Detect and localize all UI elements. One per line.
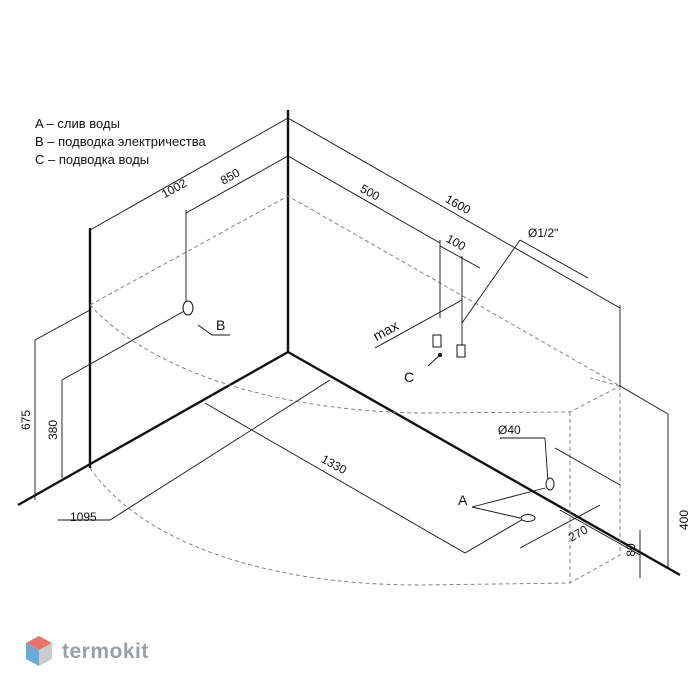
tub-outline xyxy=(89,195,621,586)
dim-1095-leader xyxy=(109,379,331,521)
dim-1002-text: 1002 xyxy=(159,176,189,201)
dimension-texts: 1002 850 500 1600 100 Ø1/2" max 675 380 … xyxy=(19,165,691,556)
dim-1330-text: 1330 xyxy=(319,452,349,477)
water-inlet-1 xyxy=(432,334,442,348)
dim-80-text: 80 xyxy=(624,543,638,557)
dim-400-text: 400 xyxy=(677,510,691,530)
dim-80-top xyxy=(559,509,641,556)
dim-270-line xyxy=(519,504,601,549)
dim-380-top xyxy=(61,309,187,381)
water-inlet-2 xyxy=(456,344,466,358)
dim-400-top xyxy=(619,385,669,415)
tub-rim-corner xyxy=(589,377,621,387)
dim-850-text: 850 xyxy=(218,165,243,187)
dim-675-text: 675 xyxy=(19,410,33,430)
dim-pipe-text: Ø1/2" xyxy=(528,226,558,240)
dim-500-text: 500 xyxy=(358,182,383,204)
tub-bottom-front xyxy=(89,467,621,586)
drain-1 xyxy=(520,514,536,522)
dim-40-leader xyxy=(544,437,549,483)
dim-1095-text: 1095 xyxy=(70,510,97,524)
dim-1002-line xyxy=(89,117,289,231)
label-b: B xyxy=(216,317,225,333)
tub-top-front-rim xyxy=(89,304,621,414)
dim-max-line xyxy=(374,299,463,349)
dim-b-leader xyxy=(197,324,213,336)
dim-40-text: Ø40 xyxy=(498,423,521,437)
label-a: A xyxy=(458,492,468,508)
electric-outlet xyxy=(182,300,194,316)
dim-100-line xyxy=(439,245,481,269)
dim-max-text: max xyxy=(370,317,401,344)
dim-c-leader xyxy=(427,354,441,367)
dim-1600-text: 1600 xyxy=(443,192,473,217)
dimension-lines xyxy=(34,117,669,578)
fittings xyxy=(182,300,555,522)
dim-pipe-shelf xyxy=(519,239,589,279)
dim-a-leader-1 xyxy=(471,506,521,519)
dim-1600-line xyxy=(287,117,621,309)
floor-left-edge xyxy=(17,350,289,507)
legend-water: C – подводка воды xyxy=(35,152,150,167)
logo: termokit xyxy=(24,634,149,670)
point-c xyxy=(438,353,442,357)
dim-1330-line xyxy=(204,402,466,554)
label-c: C xyxy=(404,369,414,385)
dim-500-line xyxy=(287,155,441,244)
dim-1330-ext xyxy=(464,517,526,554)
dim-380-text: 380 xyxy=(46,420,60,440)
legend: A – слив воды B – подводка электричества… xyxy=(35,115,206,169)
tub-top-back-rim xyxy=(89,195,621,387)
dim-675-top xyxy=(34,309,91,341)
dim-850-line xyxy=(185,155,289,214)
legend-electric: B – подводка электричества xyxy=(35,134,206,149)
dim-pipe-leader xyxy=(461,239,521,324)
room-walls xyxy=(17,110,681,577)
dim-40-arrow xyxy=(554,447,621,486)
floor-right-edge xyxy=(287,350,681,577)
dim-a-leader-2 xyxy=(471,487,546,508)
logo-icon xyxy=(26,636,52,666)
logo-text: termokit xyxy=(62,640,149,663)
legend-drain: A – слив воды xyxy=(35,116,120,131)
drain-2 xyxy=(545,477,555,491)
